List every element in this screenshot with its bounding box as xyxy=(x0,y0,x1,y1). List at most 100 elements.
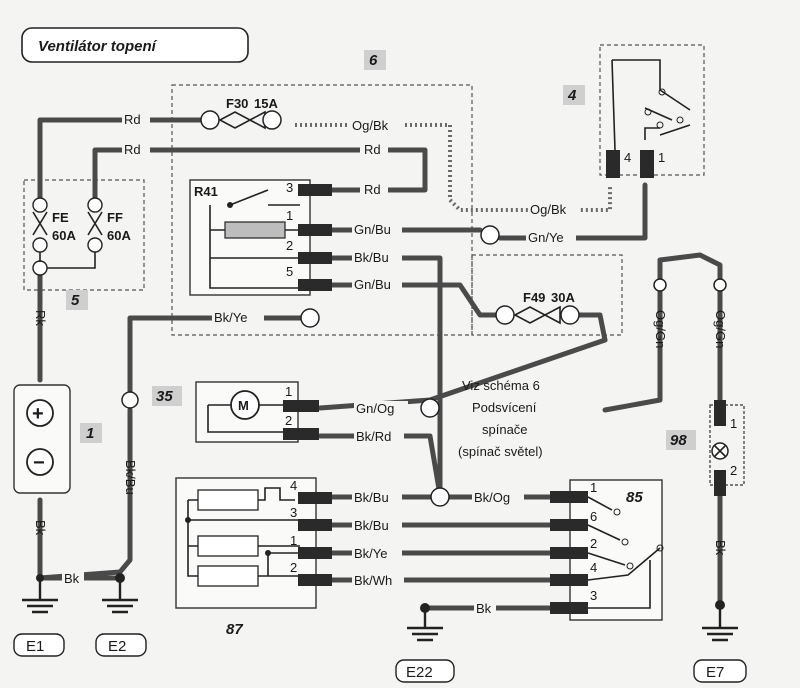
fuse-ff: FF 60A xyxy=(87,197,131,253)
label-og-bk-2: Og/Bk xyxy=(530,202,567,217)
ground-e2-label: E2 xyxy=(108,638,126,655)
label-85: 85 xyxy=(626,489,643,506)
label-og-bk-1: Og/Bk xyxy=(352,118,389,133)
badge-5 xyxy=(66,290,88,310)
note-line-3: spínače xyxy=(482,422,528,437)
label-rd-3: Rd xyxy=(364,142,381,157)
wire-labels: Rd Rd Rd Rd Og/Bk Og/Bk Gn/Bu Gn/Ye Bk/B… xyxy=(33,112,728,616)
lamp-pin-2: 2 xyxy=(730,463,737,478)
r87-pin-3: 3 xyxy=(290,505,297,520)
r87-pin-2: 2 xyxy=(290,560,297,575)
ground-e1-label: E1 xyxy=(26,638,44,655)
label-gn-ye: Gn/Ye xyxy=(528,230,564,245)
fuse-ff-rating: 60A xyxy=(107,228,131,243)
label-og-gn-right: Og/Gn xyxy=(713,310,728,348)
blower-motor: M 1 2 xyxy=(195,381,319,443)
plus-symbol: + xyxy=(32,403,44,425)
ground-e7-label: E7 xyxy=(706,664,724,681)
switch-4-pin-1: 1 xyxy=(658,150,665,165)
s85-pin-4: 4 xyxy=(590,560,597,575)
fuse-fe-rating: 60A xyxy=(52,228,76,243)
wire-rd-top xyxy=(37,117,208,203)
note-backlight: Viz schéma 6 Podsvícení spínače (spínač … xyxy=(458,378,543,459)
label-gn-og: Gn/Og xyxy=(356,401,394,416)
wire-og-gn-right xyxy=(657,252,723,403)
battery: + − xyxy=(13,384,71,494)
resistor-r41: R41 3 1 2 5 xyxy=(189,179,332,296)
r87-pin-4: 4 xyxy=(290,478,297,493)
resistor-pack-87: 4 3 1 2 xyxy=(175,477,332,609)
label-35: 35 xyxy=(156,388,173,405)
badge-1 xyxy=(80,423,102,443)
fuse-fe: FE 60A xyxy=(32,197,76,276)
label-87: 87 xyxy=(226,621,243,638)
badge-4 xyxy=(563,85,585,105)
ground-e7: E7 xyxy=(693,600,747,683)
badge-6 xyxy=(364,50,386,70)
wire-f49-gn-og xyxy=(317,312,608,411)
title: Ventilátor topení xyxy=(38,38,158,55)
fuse-ff-label: FF xyxy=(107,210,123,225)
motor-pin-2: 2 xyxy=(285,413,292,428)
s85-pin-2: 2 xyxy=(590,536,597,551)
wire-og-bk xyxy=(295,123,612,212)
fuse-f49-rating: 30A xyxy=(551,290,575,305)
label-bk-gnd: Bk xyxy=(64,571,80,586)
label-bk-battery: Bk xyxy=(33,520,48,536)
note-line-1: Viz schéma 6 xyxy=(462,378,540,393)
label-bk-rd: Bk/Rd xyxy=(356,429,391,444)
group-6-border xyxy=(171,84,473,336)
label-bk-bu-3: Bk/Bu xyxy=(354,518,389,533)
label-rd-1: Rd xyxy=(124,112,141,127)
wire-og-gn-left xyxy=(602,257,663,413)
fuse-f30: F30 15A xyxy=(200,96,282,130)
lamp-98: 1 2 xyxy=(709,400,745,496)
group-6-extension xyxy=(471,254,623,336)
label-bk-lamp: Bk xyxy=(713,540,728,556)
r87-pin-1: 1 xyxy=(290,533,297,548)
label-gn-bu-1: Gn/Bu xyxy=(354,222,391,237)
label-bk-wh: Bk/Wh xyxy=(354,573,392,588)
lamp-pin-1: 1 xyxy=(730,416,737,431)
fuse-f30-rating: 15A xyxy=(254,96,278,111)
label-6: 6 xyxy=(369,52,378,69)
minus-symbol: − xyxy=(33,452,45,474)
wire-bk-bu-r41 xyxy=(327,255,443,498)
wire-bk-rd xyxy=(317,433,443,498)
label-5: 5 xyxy=(71,292,80,309)
label-1: 1 xyxy=(86,425,94,442)
fan-switch-85: 1 6 2 4 3 xyxy=(550,479,664,621)
motor-pin-1: 1 xyxy=(285,384,292,399)
r41-pin-2: 2 xyxy=(286,238,293,253)
label-gn-bu-2: Gn/Bu xyxy=(354,277,391,292)
r41-pin-1: 1 xyxy=(286,208,293,223)
fuse-block-bridge xyxy=(39,252,96,269)
ground-e22: E22 xyxy=(395,603,455,683)
ground-e1: E1 xyxy=(13,580,65,657)
ground-e22-label: E22 xyxy=(406,664,433,681)
ground-e2: E2 xyxy=(95,573,147,657)
r41-pin-5: 5 xyxy=(286,264,293,279)
label-bk-bu-1: Bk/Bu xyxy=(354,250,389,265)
switch-4: 4 1 xyxy=(606,59,691,178)
label-rd-2: Rd xyxy=(124,142,141,157)
label-98: 98 xyxy=(670,432,687,449)
fuse-f49-label: F49 xyxy=(523,290,545,305)
title-box xyxy=(21,27,249,63)
fuse-f49: F49 30A xyxy=(495,290,580,325)
r41-pin-3: 3 xyxy=(286,180,293,195)
label-bk-bu-2: Bk/Bu xyxy=(354,490,389,505)
switch-4-pin-4: 4 xyxy=(624,150,631,165)
label-og-gn-left: Og/Gn xyxy=(653,310,668,348)
badge-35 xyxy=(152,386,182,406)
label-rk: Rk xyxy=(33,310,48,326)
motor-symbol: M xyxy=(238,398,249,413)
s85-pin-6: 6 xyxy=(590,509,597,524)
group-4-border xyxy=(599,44,705,176)
label-bk-ye-2: Bk/Ye xyxy=(354,546,388,561)
note-line-2: Podsvícení xyxy=(472,400,537,415)
label-bk-85: Bk xyxy=(476,601,492,616)
fuse-fe-label: FE xyxy=(52,210,69,225)
label-bk-ye-1: Bk/Ye xyxy=(214,310,248,325)
